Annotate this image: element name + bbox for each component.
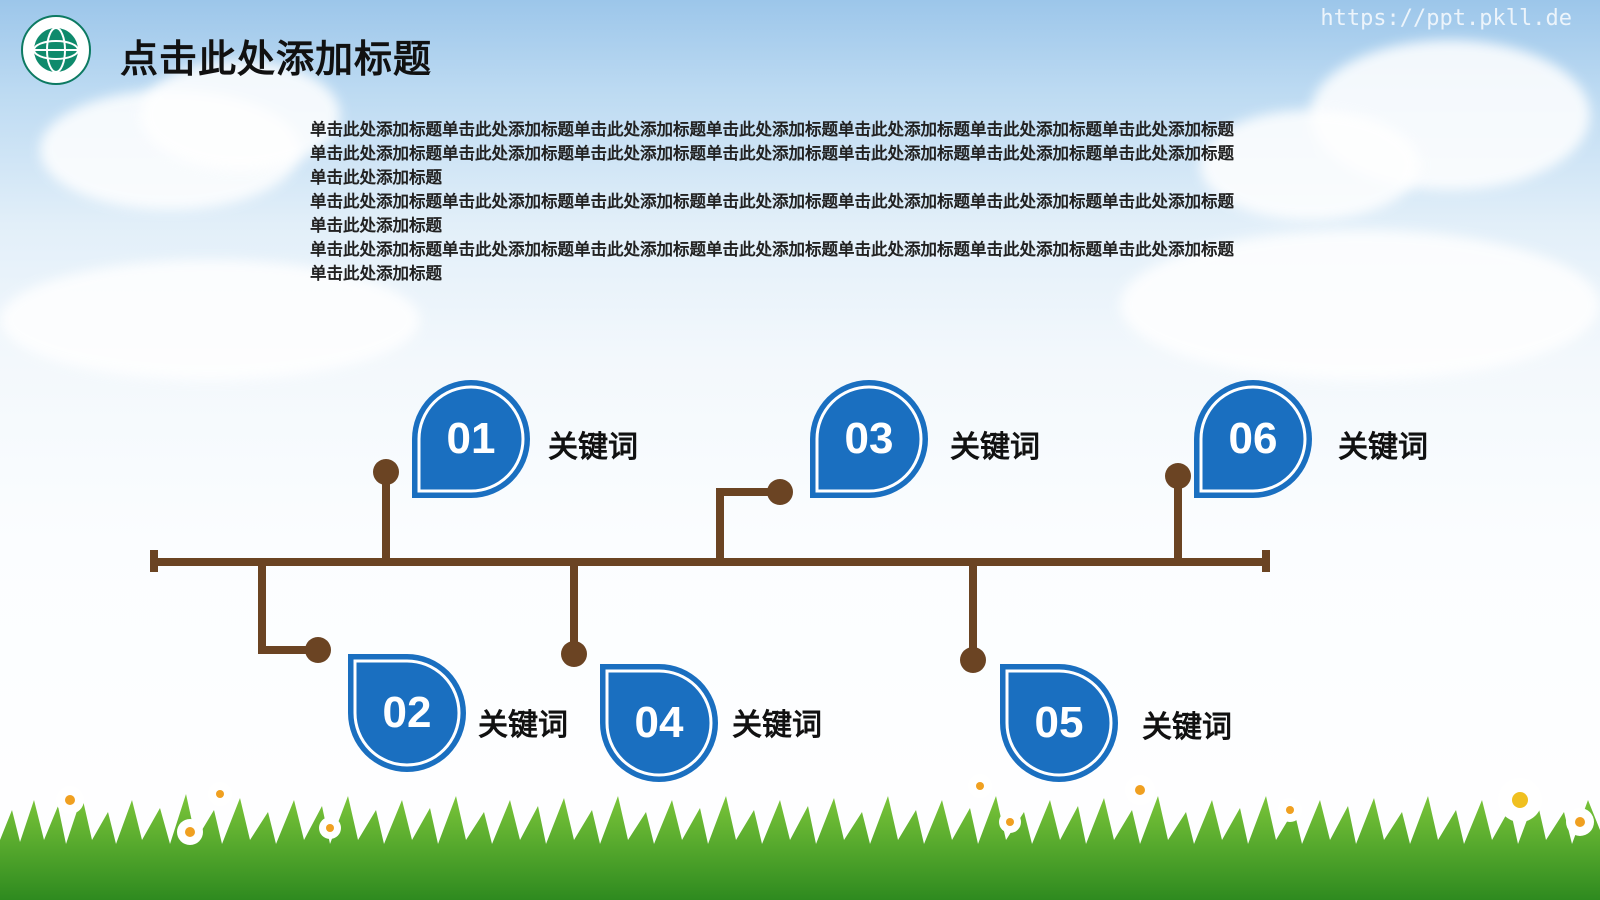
branch-dot [373,459,399,485]
branch [720,492,778,562]
step-badge-01[interactable]: 01 [408,376,534,502]
step-badge-04[interactable]: 04 [596,660,722,786]
branch-dot [960,647,986,673]
branch-dot [767,479,793,505]
step-number: 01 [408,376,534,502]
step-number: 05 [996,660,1122,786]
step-keyword[interactable]: 关键词 [1338,422,1428,466]
step-keyword[interactable]: 关键词 [950,422,1040,466]
step-keyword[interactable]: 关键词 [1142,702,1232,746]
branch-dot [561,641,587,667]
step-badge-02[interactable]: 02 [344,650,470,776]
step-number: 02 [344,650,470,776]
step-badge-06[interactable]: 06 [1190,376,1316,502]
step-keyword[interactable]: 关键词 [548,422,638,466]
grass-flowers-decoration [0,770,1600,900]
branch-dot [1165,463,1191,489]
step-number: 06 [1190,376,1316,502]
step-number: 04 [596,660,722,786]
step-number: 03 [806,376,932,502]
branch-dot [305,637,331,663]
step-badge-03[interactable]: 03 [806,376,932,502]
step-badge-05[interactable]: 05 [996,660,1122,786]
branch [262,562,318,650]
step-keyword[interactable]: 关键词 [478,700,568,744]
step-keyword[interactable]: 关键词 [732,700,822,744]
